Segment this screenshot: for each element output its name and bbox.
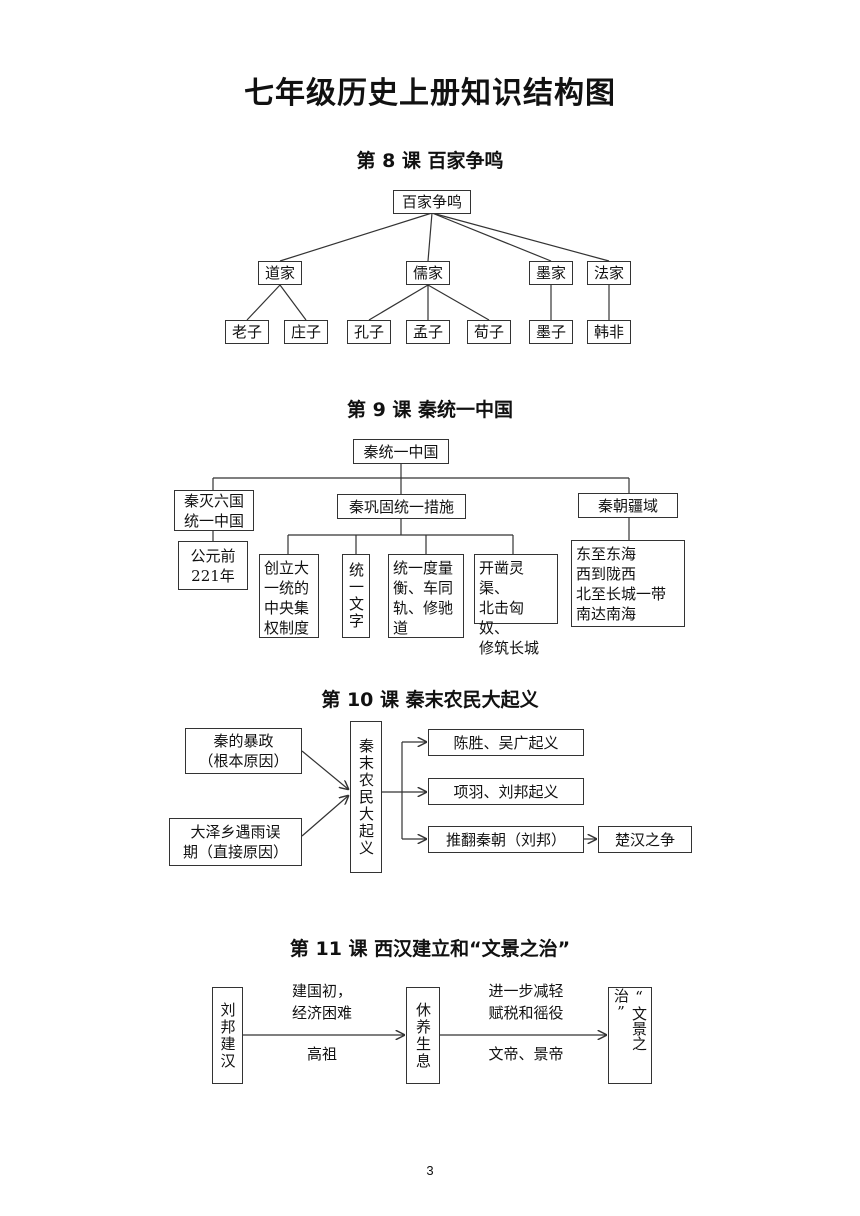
school-rujia: 儒家 [406, 261, 450, 285]
person-xunzi: 荀子 [467, 320, 511, 344]
measure-units-roads: 统一度量 衡、车同 轨、修驰 道 [388, 554, 464, 638]
person-hanfei: 韩非 [587, 320, 631, 344]
school-daojia: 道家 [258, 261, 302, 285]
lesson9-root: 秦统一中国 [353, 439, 449, 464]
lesson10-heading: 第 10 课 秦末农民大起义 [321, 689, 539, 711]
person-zhuangzi: 庄子 [284, 320, 328, 344]
tax-reduction-note: 进一步减轻 赋税和徭役 [488, 982, 564, 1022]
lesson8-heading: 第 8 课 百家争鸣 [356, 150, 504, 172]
territory-extent: 东至东海 西到陇西 北至长城一带 南达南海 [571, 540, 685, 627]
school-mojia: 墨家 [529, 261, 573, 285]
person-mozi: 墨子 [529, 320, 573, 344]
person-kongzi: 孔子 [347, 320, 391, 344]
branch-measures: 秦巩固统一措施 [337, 494, 466, 519]
measure-canal-wall: 开凿灵渠、 北击匈奴、 修筑长城 [474, 554, 558, 657]
branch-unify: 秦灭六国 统一中国 [174, 490, 254, 531]
wenjing-rule: “文景之治” [608, 987, 652, 1084]
branch-territory: 秦朝疆域 [578, 493, 678, 518]
person-mengzi: 孟子 [406, 320, 450, 344]
liubang-founds-han: 刘邦建汉 [212, 987, 243, 1084]
unify-year: 公元前 221年 [178, 541, 248, 590]
measure-central-system: 创立大 一统的 中央集 权制度 [259, 554, 319, 638]
result-overthrow: 推翻秦朝（刘邦） [428, 826, 584, 853]
uprising-center: 秦末农民大起义 [350, 721, 382, 873]
early-economy-note: 建国初， 经济困难 [291, 982, 352, 1022]
page-title: 七年级历史上册知识结构图 [244, 76, 616, 111]
rest-recuperate: 休养生息 [406, 987, 440, 1084]
result-xiangyu: 项羽、刘邦起义 [428, 778, 584, 805]
wendi-jingdi-label: 文帝、景帝 [488, 1045, 564, 1063]
person-laozi: 老子 [225, 320, 269, 344]
cause-fundamental: 秦的暴政 （根本原因） [185, 728, 302, 774]
page-number: 3 [426, 1163, 434, 1178]
school-fajia: 法家 [587, 261, 631, 285]
lesson9-heading: 第 9 课 秦统一中国 [346, 399, 514, 421]
measure-unify-script: 统一文字 [342, 554, 370, 638]
lesson11-heading: 第 11 课 西汉建立和“文景之治” [289, 938, 571, 960]
cause-direct: 大泽乡遇雨误 期（直接原因） [169, 818, 302, 866]
result-chensheng: 陈胜、吴广起义 [428, 729, 584, 756]
gaozu-label: 高祖 [306, 1045, 337, 1063]
chu-han-war: 楚汉之争 [598, 826, 692, 853]
lesson8-root: 百家争鸣 [393, 190, 471, 214]
